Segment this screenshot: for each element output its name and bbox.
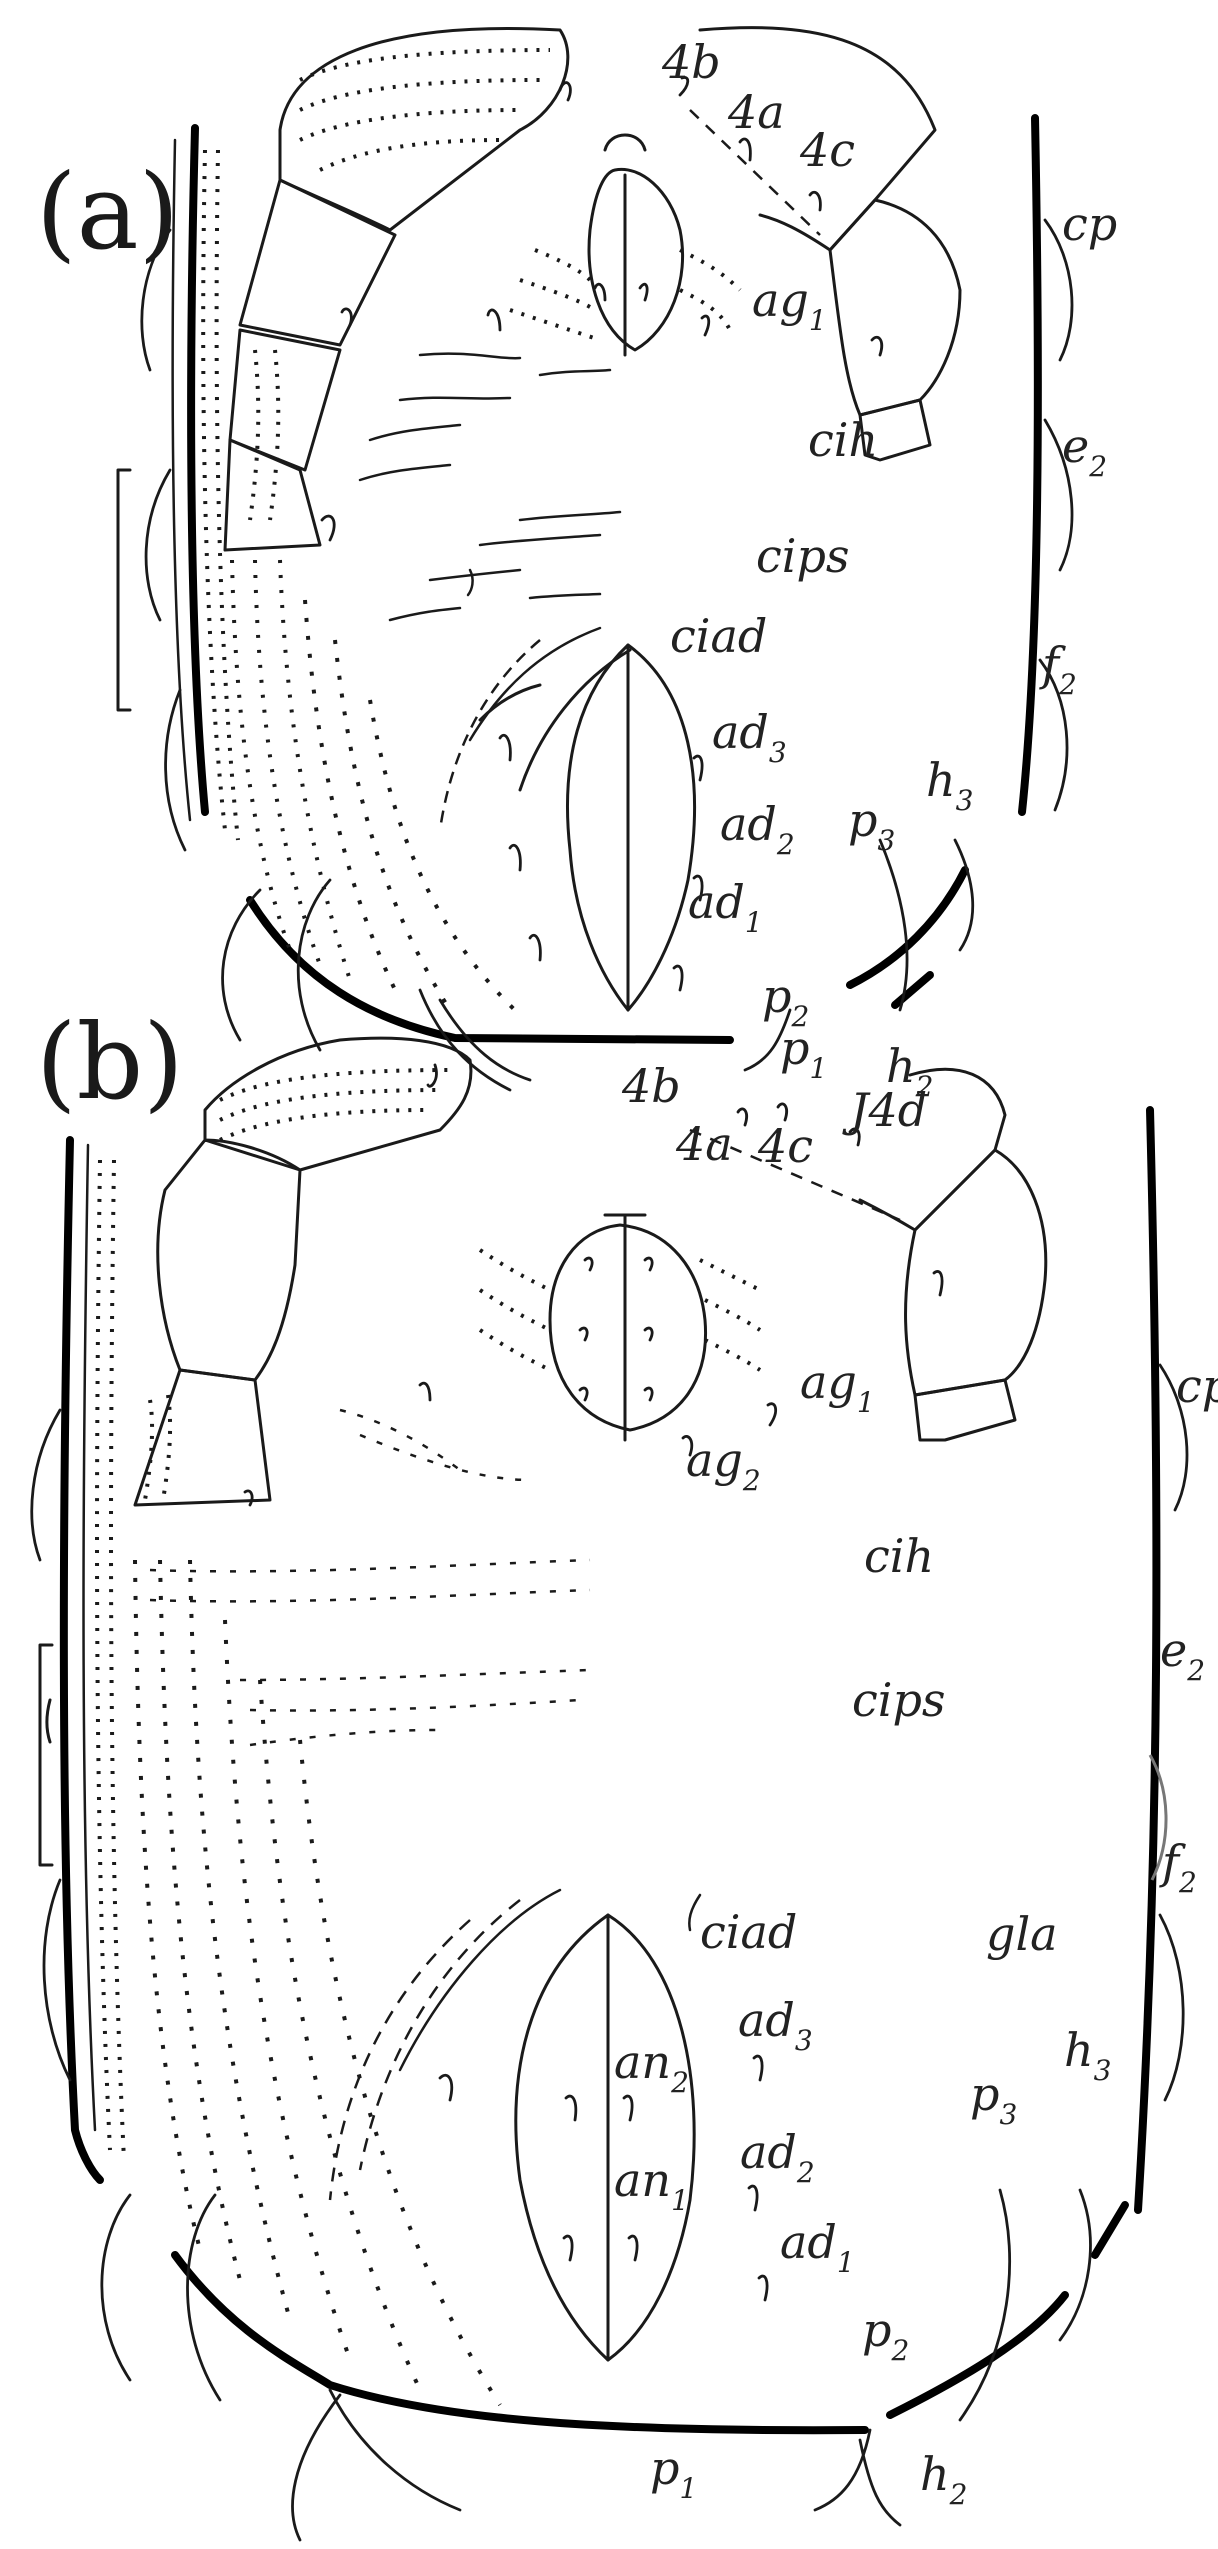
panel-b-gray-margin-line — [1148, 1754, 1168, 1881]
label-a-ad1: ad1 — [688, 875, 763, 939]
label-b-ag2: ag2 — [686, 1433, 761, 1497]
label-b-ih: cih — [864, 1529, 934, 1583]
label-a-ag1: ag1 — [752, 273, 827, 337]
panel-a-punctation-band — [201, 149, 522, 1017]
label-b-ag1: ag1 — [800, 1355, 875, 1419]
panel-a-right-leg — [689, 26, 962, 462]
label-a-ad2: ad2 — [720, 797, 795, 861]
panel-b-right-leg — [689, 1067, 1048, 1442]
label-b-iad: ciad — [700, 1905, 797, 1959]
panel-b-posterior-margin — [171, 2251, 869, 2435]
panel-b-scale-bar — [38, 1643, 54, 1867]
label-b-cp: cp — [1176, 1359, 1218, 1413]
label-b-4c: 4c — [757, 1119, 813, 1173]
panel-a-labels: 4b 4a 4c cp ag1 cih e2 cips ciad f2 ad3 … — [661, 35, 1117, 1103]
label-a-p2: p2 — [762, 969, 809, 1033]
panel-a-anal-plate — [566, 643, 696, 1012]
panel-a-left-leg — [223, 26, 570, 552]
label-b-ips: cips — [852, 1673, 946, 1727]
panel-b-labels: 4b 4a 4c J4d ag1 ag2 cp cih e2 cips f2 c… — [614, 1059, 1218, 2511]
panel-a-striae — [358, 352, 632, 831]
panel-b-striae — [149, 1408, 702, 2201]
panel-b-left-leg — [133, 1036, 473, 1507]
panel-a-body-right-edge — [1018, 114, 1042, 816]
panel-b-setae — [100, 1063, 1092, 2542]
label-b-f2: f2 — [1159, 1835, 1197, 1899]
label-b-ad1: ad1 — [780, 2215, 855, 2279]
label-b-gla: gla — [986, 1907, 1058, 1961]
panel-a-genital-plate — [509, 133, 742, 357]
panel-a-setae — [221, 76, 975, 1092]
panel-a-posterior-margin — [246, 896, 734, 1044]
panel-b-anal-plate — [514, 1913, 696, 2362]
label-b-ad3: ad3 — [738, 1993, 813, 2057]
panel-b-punctation-band — [95, 1159, 502, 2407]
label-a-cp: cp — [1062, 197, 1117, 251]
label-a-ips: cips — [756, 529, 850, 583]
label-a-ad3: ad3 — [712, 705, 787, 769]
label-a-p1: p1 — [780, 1021, 827, 1085]
label-b-4b: 4b — [621, 1059, 681, 1113]
label-a-p3: p3 — [848, 793, 895, 857]
label-b-e2: e2 — [1160, 1623, 1205, 1687]
label-b-h2: h2 — [920, 2447, 967, 2511]
label-a-4c: 4c — [799, 123, 855, 177]
label-a-4b: 4b — [661, 35, 721, 89]
label-a-h2: h2 — [886, 1039, 933, 1103]
label-b-p1: p1 — [650, 2441, 697, 2505]
label-a-ih: cih — [808, 413, 878, 467]
label-b-ad2: ad2 — [740, 2125, 815, 2189]
panel-a-scale-bar — [116, 468, 132, 712]
label-b-an1: an1 — [614, 2153, 689, 2217]
label-b-an2: an2 — [614, 2035, 689, 2099]
panel-b: (b) — [30, 1001, 1189, 2542]
panel-a: (a) — [36, 26, 1074, 1092]
label-b-p3: p3 — [970, 2067, 1017, 2131]
label-b-4d: J4d — [842, 1083, 927, 1137]
label-b-p2: p2 — [862, 2303, 909, 2367]
label-a-iad: ciad — [670, 609, 767, 663]
panel-a-letter: (a) — [36, 151, 179, 273]
label-a-h3: h3 — [926, 753, 973, 817]
label-b-h3: h3 — [1064, 2023, 1111, 2087]
label-a-4a: 4a — [727, 85, 785, 139]
panel-b-letter: (b) — [36, 1001, 184, 1123]
panel-a-body-left-edge — [187, 124, 209, 816]
panel-b-genital-plate — [478, 1213, 762, 1442]
label-a-e2: e2 — [1062, 419, 1107, 483]
panel-b-body-right-edge — [1134, 1106, 1161, 2214]
panel-b-body-left-edge — [59, 1136, 104, 2184]
label-b-4a: 4a — [675, 1117, 733, 1171]
